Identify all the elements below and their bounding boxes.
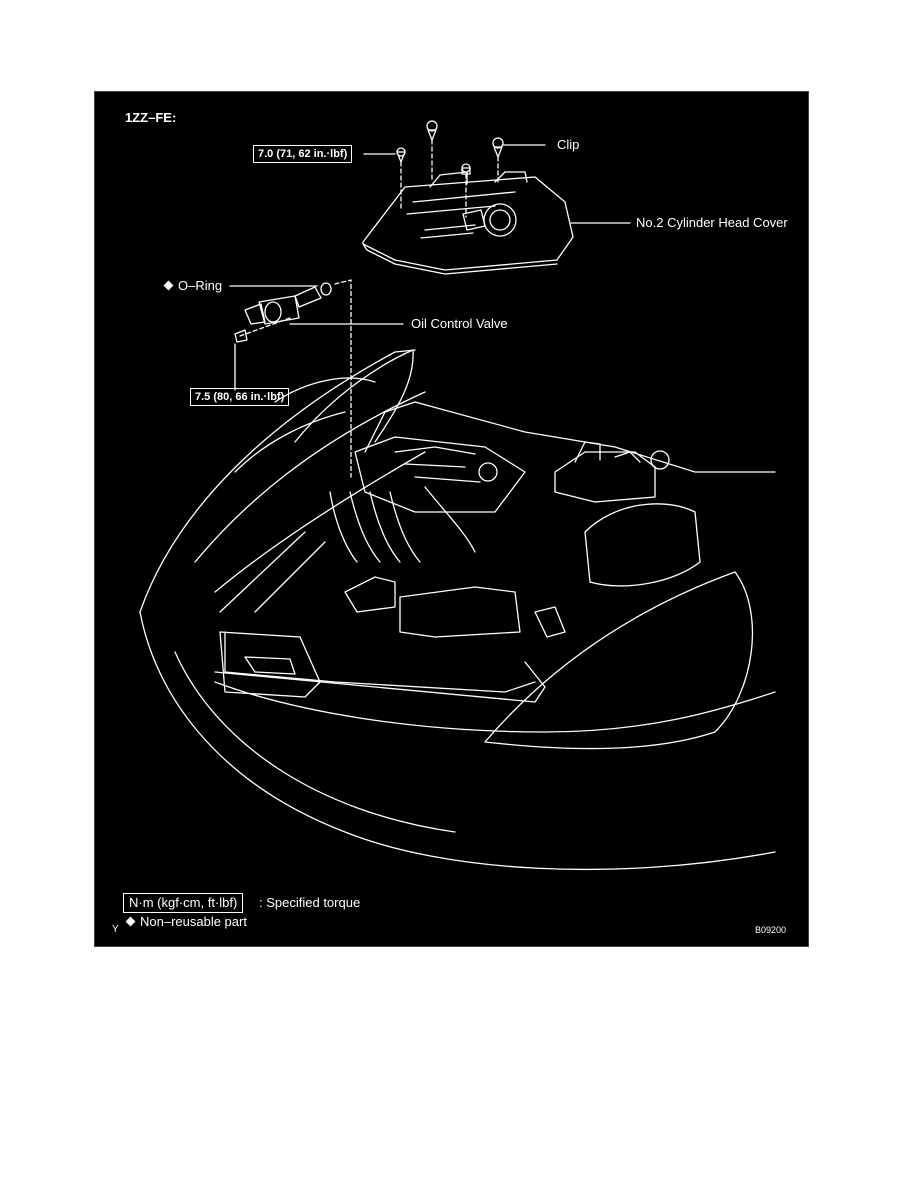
non-reusable-legend: Non–reusable part xyxy=(125,914,247,929)
clip-label: Clip xyxy=(557,137,580,152)
assembly-lines xyxy=(239,139,499,478)
o-ring-text: O–Ring xyxy=(178,278,223,293)
cover-nut-torque-box: 7.0 (71, 62 in.·lbf) xyxy=(253,145,353,164)
ocv-bolt-torque-box: 7.5 (80, 66 in.·lbf) xyxy=(190,388,290,407)
cover-label: No.2 Cylinder Head Cover xyxy=(636,215,788,230)
o-ring-label: O–Ring xyxy=(163,278,223,293)
fasteners xyxy=(396,120,504,175)
non-reusable-text: Non–reusable part xyxy=(140,914,247,929)
non-reusable-diamond-icon xyxy=(125,916,136,927)
torque-unit-desc: : Specified torque xyxy=(259,895,361,910)
engine-code-title: 1ZZ–FE: xyxy=(125,110,177,125)
cylinder-head-cover-part xyxy=(362,171,574,275)
diagram-figure: 1ZZ–FE: 7.0 (71, 62 in.·lbf) Clip No.2 C… xyxy=(94,91,809,947)
leader-lines xyxy=(229,144,631,391)
torque-unit-box: N·m (kgf·cm, ft·lbf) xyxy=(123,893,244,913)
figure-code: B09200 xyxy=(755,925,787,935)
oil-control-valve-part xyxy=(234,282,332,343)
corner-mark: Y xyxy=(112,924,119,935)
oil-control-valve-label: Oil Control Valve xyxy=(411,316,508,331)
vehicle-outline xyxy=(139,349,776,871)
non-reusable-diamond-icon xyxy=(163,280,174,291)
engine-illustration xyxy=(139,120,776,871)
